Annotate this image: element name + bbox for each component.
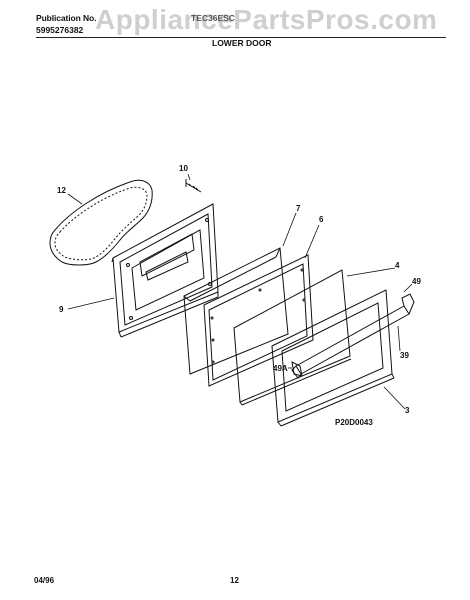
- callout-39: 39: [400, 351, 409, 360]
- callout-12: 12: [57, 186, 66, 195]
- page-number: 12: [230, 576, 239, 585]
- watermark: AppliancePartsPros.com: [95, 4, 438, 35]
- callout-10: 10: [179, 164, 188, 173]
- screw-part: [185, 179, 202, 193]
- callout-49: 49: [412, 277, 421, 286]
- leader-lines: [67, 173, 413, 410]
- publication-label: Publication No.: [36, 13, 97, 23]
- inner-door-liner-part: [111, 203, 219, 338]
- callout-49a: 49A: [273, 364, 288, 373]
- outer-glass-part: [233, 269, 352, 406]
- door-insulation-part: [183, 247, 289, 375]
- figure-id: P20D0043: [335, 418, 373, 427]
- section-title: LOWER DOOR: [212, 38, 272, 48]
- publication-number: 5995276382: [36, 25, 84, 35]
- door-gasket-part: [49, 179, 153, 266]
- callout-9: 9: [59, 305, 64, 314]
- callout-6: 6: [319, 215, 324, 224]
- model-number: TEC36ESC: [191, 13, 235, 23]
- footer-date: 04/96: [34, 576, 55, 585]
- inner-glass-part: [203, 254, 314, 387]
- door-frame-part: [271, 289, 395, 427]
- callout-4: 4: [395, 261, 400, 270]
- handle-end-cap-part: [291, 361, 303, 377]
- callout-3: 3: [405, 406, 410, 415]
- header-rule: [36, 37, 446, 38]
- callout-7: 7: [296, 204, 301, 213]
